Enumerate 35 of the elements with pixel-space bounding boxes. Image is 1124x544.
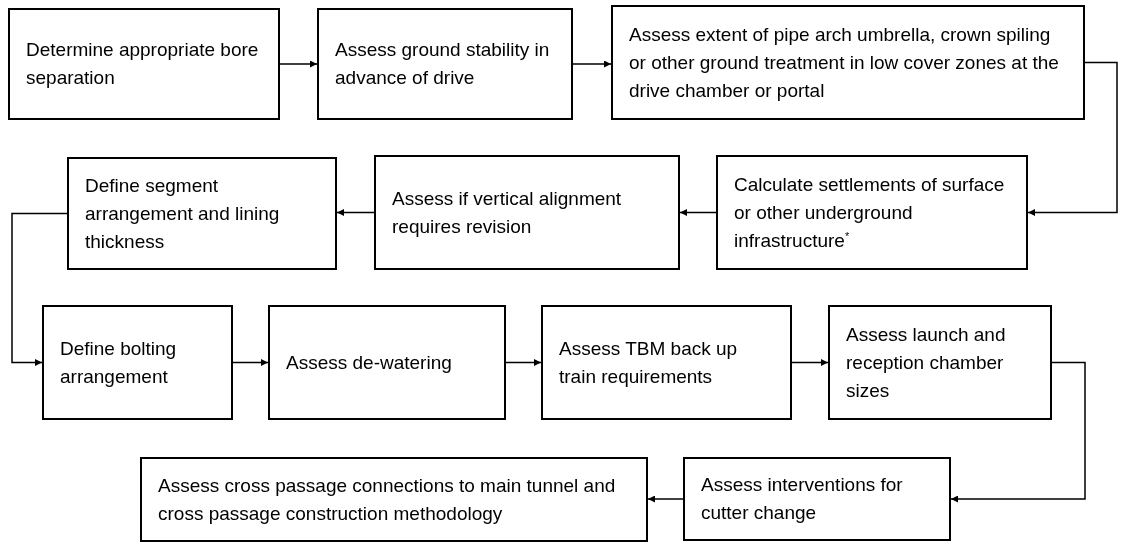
process-box xyxy=(683,457,951,541)
arrow xyxy=(950,361,1086,503)
arrow xyxy=(679,209,717,216)
step-text: Define bolting arrangement xyxy=(60,336,178,389)
step-text: Assess interventions for cutter change xyxy=(701,473,904,525)
arrow xyxy=(505,359,542,366)
step-text: Assess TBM back up train requirements xyxy=(559,336,739,389)
step-text: Assess launch and reception chamber sizes xyxy=(846,322,1007,403)
arrow xyxy=(572,60,612,68)
step-text: Assess cross passage connections to main tunnel and cross passage construction methodology xyxy=(158,473,617,526)
step-text: Assess if vertical alignment requires revision xyxy=(392,186,623,239)
step-text: Assess de-watering xyxy=(286,350,452,375)
step-text: Calculate settlements of surface or other underground infrastructure$^{*}$ xyxy=(734,172,1006,253)
arrow xyxy=(232,359,269,366)
process-box xyxy=(317,8,573,120)
process-box xyxy=(541,305,792,420)
step-text: Define segment arrangement and lining thickness xyxy=(85,173,281,254)
process-box xyxy=(8,8,280,120)
process-box xyxy=(268,305,506,420)
step-text: Determine appropriate bore separation xyxy=(26,38,260,90)
process-box xyxy=(42,305,233,420)
arrow xyxy=(1027,61,1118,216)
step-text: Assess ground stability in advance of drive xyxy=(335,38,551,90)
arrow xyxy=(647,495,684,503)
arrow xyxy=(791,359,829,366)
process-box xyxy=(374,155,680,270)
step-text: Assess extent of pipe arch umbrella, crown spiling or other ground treatment in low cover zones at the drive chamber or portal xyxy=(629,22,1060,103)
process-box xyxy=(140,457,648,542)
arrow xyxy=(11,212,68,366)
process-box xyxy=(828,305,1052,420)
process-box xyxy=(67,157,337,270)
process-box xyxy=(611,5,1085,120)
arrow xyxy=(336,209,375,216)
arrow xyxy=(279,60,318,68)
process-box xyxy=(716,155,1028,270)
